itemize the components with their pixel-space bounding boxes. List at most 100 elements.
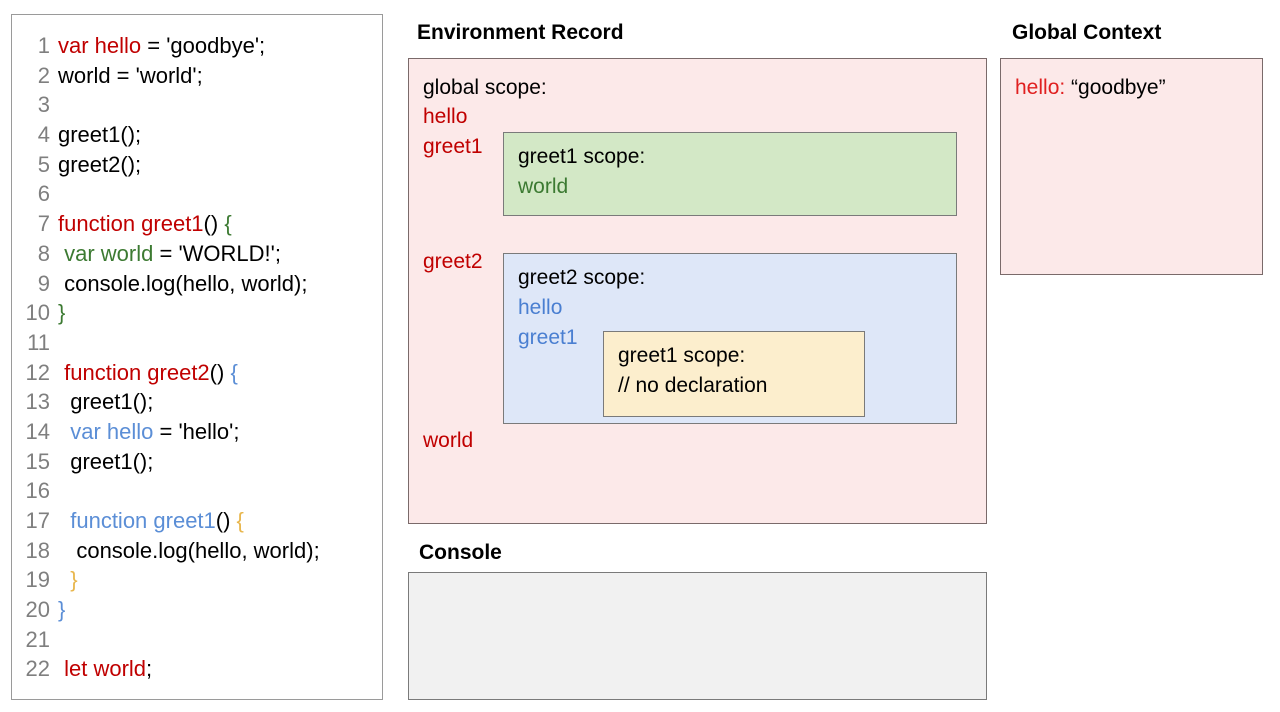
code-line-source: var world = 'WORLD!'; xyxy=(58,239,281,269)
code-line: 4 greet1(); xyxy=(12,120,382,150)
code-token xyxy=(58,508,70,533)
code-line-source: var hello = 'goodbye'; xyxy=(58,31,265,61)
code-token: () xyxy=(209,359,231,385)
global-scope-binding-hello: hello xyxy=(423,105,468,128)
console-heading: Console xyxy=(419,541,502,564)
code-line: 10} xyxy=(12,298,382,328)
greet2-scope-binding-greet1: greet1 xyxy=(518,326,578,349)
code-line-number: 4 xyxy=(37,122,50,148)
code-token: greet1(); xyxy=(58,448,154,474)
code-line: 12 function greet2() { xyxy=(12,358,382,388)
code-token: greet1(); xyxy=(58,122,142,148)
code-line: 21 xyxy=(12,625,382,655)
code-token: = 'goodbye'; xyxy=(141,33,266,58)
environment-record-heading: Environment Record xyxy=(417,21,624,44)
code-line: 13 greet1(); xyxy=(12,387,382,417)
code-line-number: 6 xyxy=(37,181,50,207)
console-box[interactable] xyxy=(408,572,987,700)
code-token: greet1(); xyxy=(58,389,154,415)
global-context-box: hello: “goodbye” xyxy=(1000,58,1263,275)
code-line: 20} xyxy=(12,595,382,625)
code-token: world = 'world'; xyxy=(58,62,203,88)
code-line-source: function greet1() { xyxy=(58,506,244,536)
global-scope-binding-greet2: greet2 xyxy=(423,250,483,273)
global-scope-binding-world: world xyxy=(423,429,474,452)
code-token: = 'hello'; xyxy=(153,418,240,444)
code-line-number: 9 xyxy=(37,270,50,296)
global-context-entry: hello: “goodbye” xyxy=(1015,76,1166,100)
code-line-source: console.log(hello, world); xyxy=(58,269,307,299)
code-line: 18 console.log(hello, world); xyxy=(12,536,382,566)
global-scope-binding-greet1: greet1 xyxy=(423,135,483,158)
code-line: 11 xyxy=(12,328,382,358)
greet2-scope-label: greet2 scope: xyxy=(518,266,646,289)
code-line-source: } xyxy=(58,298,65,328)
code-token: console.log(hello, world); xyxy=(58,537,320,563)
code-line-number: 5 xyxy=(37,151,50,177)
code-line-number: 16 xyxy=(25,478,50,504)
code-token: { xyxy=(230,359,238,385)
code-line-number: 1 xyxy=(37,33,50,58)
code-token xyxy=(58,419,70,444)
code-line-number: 14 xyxy=(25,418,50,444)
code-line: 15 greet1(); xyxy=(12,447,382,477)
code-line: 8 var world = 'WORLD!'; xyxy=(12,239,382,269)
code-token: } xyxy=(58,300,66,326)
code-token: ; xyxy=(146,656,153,682)
global-context-entry-key: hello: xyxy=(1015,76,1066,99)
code-line-number: 11 xyxy=(27,329,50,355)
code-line-source: console.log(hello, world); xyxy=(58,536,320,566)
code-token: greet2(); xyxy=(58,151,142,177)
code-line-source: let world; xyxy=(58,654,152,684)
greet1-inner-scope-box: greet1 scope: // no declaration xyxy=(603,331,865,417)
code-line: 3 xyxy=(12,90,382,120)
code-token: () xyxy=(203,211,225,237)
code-line-number: 8 xyxy=(37,240,50,266)
code-line-number: 10 xyxy=(25,300,50,326)
code-line: 16 xyxy=(12,476,382,506)
code-token xyxy=(58,567,70,592)
code-line-number: 2 xyxy=(37,62,50,88)
greet2-scope-box: greet2 scope: hello greet1 greet1 scope:… xyxy=(503,253,957,424)
code-line-number: 17 xyxy=(25,508,50,533)
environment-record-box: global scope: hello greet1 greet2 world … xyxy=(408,58,987,524)
code-line-number: 7 xyxy=(37,211,50,237)
code-line-number: 19 xyxy=(25,567,50,593)
greet2-scope-binding-hello: hello xyxy=(518,296,563,319)
code-line-source: greet1(); xyxy=(58,387,153,417)
code-line-source: } xyxy=(58,595,65,625)
code-token: { xyxy=(224,211,232,237)
code-token: var world xyxy=(64,240,154,266)
greet1-inner-scope-label: greet1 scope: xyxy=(618,344,746,367)
code-token: { xyxy=(236,508,244,533)
code-token: function greet1 xyxy=(70,508,216,533)
code-token: var hello xyxy=(58,33,142,58)
code-line-number: 15 xyxy=(25,448,50,474)
code-line-source: } xyxy=(58,565,78,595)
code-editor-panel[interactable]: 1 var hello = 'goodbye'; 2 world = 'world';… xyxy=(11,14,383,700)
code-line: 17 function greet1() { xyxy=(12,506,382,536)
global-context-entry-value: “goodbye” xyxy=(1065,76,1166,99)
code-line-source: function greet2() { xyxy=(58,358,238,388)
code-token: } xyxy=(70,567,78,593)
code-line-source: greet1(); xyxy=(58,447,153,477)
code-line: 5 greet2(); xyxy=(12,150,382,180)
code-line: 19 } xyxy=(12,565,382,595)
code-line: 14 var hello = 'hello'; xyxy=(12,417,382,447)
code-line: 6 xyxy=(12,179,382,209)
code-token: let world xyxy=(64,656,147,682)
global-context-heading: Global Context xyxy=(1012,21,1162,44)
code-token: = 'WORLD!'; xyxy=(153,240,281,266)
code-line-number: 3 xyxy=(37,92,50,118)
code-line: 1 var hello = 'goodbye'; xyxy=(12,31,382,61)
code-line-source: var hello = 'hello'; xyxy=(58,417,239,447)
code-line-source: greet2(); xyxy=(58,150,141,180)
code-line-number: 21 xyxy=(25,626,50,652)
code-line: 2 world = 'world'; xyxy=(12,61,382,91)
code-line-number: 20 xyxy=(25,597,50,623)
code-token: } xyxy=(58,597,66,623)
code-line-source: greet1(); xyxy=(58,120,141,150)
code-line: 22 let world; xyxy=(12,654,382,684)
greet1-scope-label: greet1 scope: xyxy=(518,145,646,168)
